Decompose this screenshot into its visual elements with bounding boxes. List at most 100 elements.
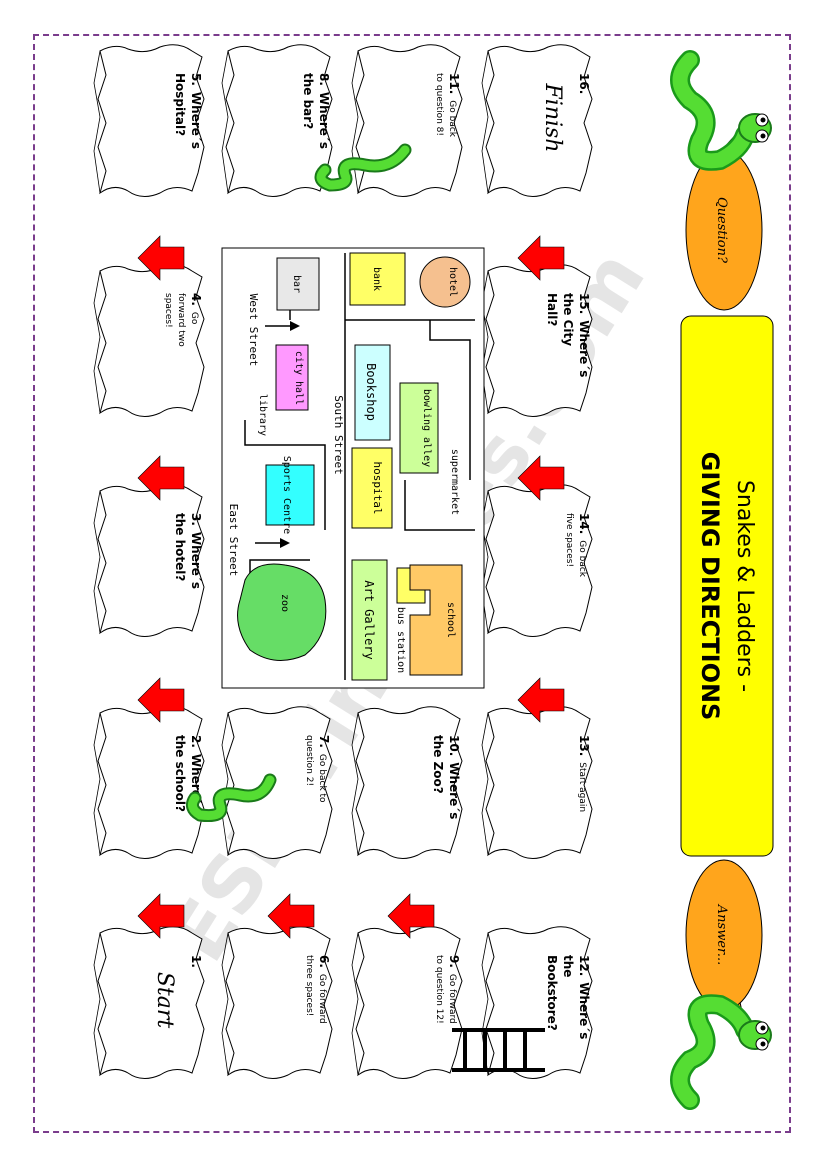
square-line: Where´s [577, 982, 591, 1039]
square-15: 15.Where´sthe CityHall? [481, 264, 593, 418]
map-art-gallery: Art Gallery [351, 559, 388, 681]
square-4: 4. Goforward twospaces! [93, 264, 205, 418]
svg-text:bank: bank [371, 267, 382, 291]
svg-text:12.Where´stheBookstore?: 12. Where´stheBookstore? [545, 955, 591, 1039]
svg-text:hotel: hotel [447, 267, 458, 297]
square-line: three spaces! [304, 955, 314, 1016]
map-school: school [409, 564, 463, 676]
svg-text:school: school [445, 602, 456, 638]
square-number: 12. [577, 955, 591, 976]
square-5: 5. Where´sHospital? [93, 44, 205, 198]
square-number: 4. [189, 293, 203, 306]
square-9: 9. Go forwardto question 12! [351, 926, 463, 1080]
svg-text:Bookshop: Bookshop [364, 363, 378, 421]
page-border [33, 34, 791, 1133]
map-bookshop: Bookshop [354, 344, 391, 441]
svg-text:zoo: zoo [279, 594, 290, 612]
svg-text:11.Go backto question 8!: 11. Go backto question 8! [434, 73, 461, 138]
svg-text:3.Where´sthe hotel?: 3. Where´sthe hotel? [173, 513, 203, 589]
svg-text:hospital: hospital [371, 462, 384, 515]
square-line: question 2! [304, 735, 314, 786]
square-13: 13. Start again [481, 706, 593, 860]
svg-text:bus station: bus station [395, 607, 406, 673]
square-line: Hospital? [173, 73, 187, 136]
square-line: forward two [176, 293, 186, 347]
svg-text:6.Go forwardthree spaces!: 6.Go forwardthree spaces! [304, 955, 331, 1024]
street-west: West Street [247, 294, 260, 367]
square-7: 7. Go back toquestion 2! [221, 706, 333, 860]
square-line: Go back [447, 100, 457, 138]
square-line: Hall? [545, 293, 559, 326]
snake-square8-icon [314, 143, 412, 192]
square-line: spaces! [163, 293, 173, 328]
square-number: 13. [577, 735, 591, 756]
map-arrow-icon [265, 321, 300, 331]
map-hotel: hotel [419, 256, 471, 308]
svg-text:8.Where´sthe bar?: 8.Where´sthe bar? [301, 73, 331, 149]
square-10: 10.Where´sthe Zoo? [351, 706, 463, 860]
square-line: Start again [577, 762, 587, 812]
title-bar: Snakes & Ladders - GIVING DIRECTIONS [680, 315, 774, 857]
square-number: 11. [447, 73, 461, 94]
svg-text:13.Start again: 13. Start again [577, 735, 591, 812]
svg-text:Sports Centre: Sports Centre [281, 456, 292, 534]
square-line: Go forward [317, 974, 327, 1024]
svg-text:16.: 16. [577, 73, 591, 94]
square-1: 1. Start [93, 926, 205, 1080]
square-line: to question 8! [434, 73, 444, 136]
square-number: 5. [189, 73, 203, 86]
square-line: five spaces! [564, 513, 574, 567]
snake-square7-icon [185, 773, 277, 822]
square-14: 14.Go backfive spaces! [481, 484, 593, 638]
square-number: 2. [189, 735, 203, 748]
map-city-hall: city hall [275, 344, 309, 411]
square-number: 10. [447, 735, 461, 756]
map-library: library [257, 394, 268, 436]
square-label: Start [152, 972, 177, 1029]
square-number: 3. [189, 513, 203, 526]
snake-bottom-icon [670, 994, 772, 1110]
square-line: Go forward [447, 974, 457, 1024]
square-line: Where´s [577, 320, 591, 377]
svg-text:10.Where´sthe Zoo?: 10.Where´sthe Zoo? [431, 735, 461, 819]
svg-text:5.Where´sHospital?: 5. Where´sHospital? [173, 73, 203, 149]
square-2: 2.Where´sthe school? [93, 706, 205, 860]
square-line: the [561, 955, 575, 977]
square-8: 8.Where´sthe bar? [221, 44, 333, 198]
square-line: the school? [173, 735, 187, 812]
street-south: South Street [332, 395, 345, 474]
map-zoo: zoo [237, 563, 327, 661]
title-line2: GIVING DIRECTIONS [696, 452, 724, 721]
svg-text:1.: 1. [189, 955, 203, 968]
map-hospital: hospital [351, 447, 393, 529]
square-line: Go back [577, 540, 587, 578]
question-text: Question? [714, 197, 729, 264]
ladder-icon [452, 1028, 545, 1072]
square-line: the bar? [301, 73, 315, 129]
square-number: 1. [189, 955, 203, 968]
map-bowling-alley: bowling alley [399, 382, 439, 474]
snake-top-icon [670, 50, 772, 171]
square-line: Go back to [317, 754, 327, 803]
map-arrow-icon [255, 538, 290, 548]
square-number: 9. [447, 955, 461, 968]
svg-text:9.Go forwardto question 12!: 9. Go forwardto question 12! [434, 955, 461, 1024]
square-line: the Zoo? [431, 735, 445, 794]
svg-text:city hall: city hall [293, 351, 304, 405]
square-line: Go [189, 312, 199, 325]
square-line: Where´s [317, 92, 331, 149]
square-12: 12. Where´stheBookstore? [481, 926, 593, 1080]
square-line: Bookstore? [545, 955, 559, 1031]
square-line: the hotel? [173, 513, 187, 581]
square-number: 7. [317, 735, 331, 748]
square-line: Where´s [189, 92, 203, 149]
svg-text:bar: bar [291, 275, 302, 293]
svg-text:7.Go back toquestion 2!: 7. Go back toquestion 2! [304, 735, 331, 803]
square-line: Where´s [189, 532, 203, 589]
square-line: to question 12! [434, 955, 444, 1024]
svg-text:4.Goforward twospaces!: 4. Goforward twospaces! [163, 293, 203, 347]
square-6: 6.Go forwardthree spaces! [221, 926, 333, 1080]
title-line1: Snakes & Ladders - [732, 480, 757, 692]
square-16: 16.Finish [481, 44, 593, 198]
